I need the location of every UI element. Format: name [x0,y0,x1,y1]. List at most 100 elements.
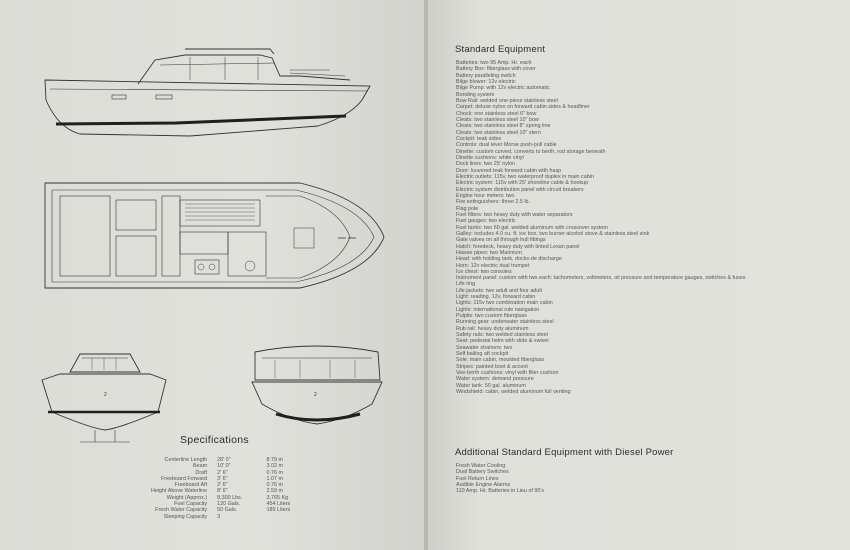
standard-equipment-item: Dock lines: two 25' nylon [456,161,516,168]
standard-equipment-item: Hatch: foredeck, heavy duty with tinted … [456,243,580,250]
standard-equipment-item: Cleats: two stainless steel 10" stern [456,129,541,136]
spec-label: Freeboard Aft [174,482,208,489]
spec-label: Freeboard Forward [160,475,208,482]
spec-row: Weight (Approx.) 8,300 Lbs. 3,765 Kg [108,495,318,501]
standard-equipment-item: Cockpit: teak sides [456,135,502,142]
standard-equipment-item: Vee-berth cushions: vinyl with filler cu… [456,370,559,377]
standard-equipment-item: Battery paralleling switch [456,72,516,79]
standard-equipment-item: Fuel tanks: two 60 gal. welded aluminum … [456,224,608,231]
standard-equipment-item: Galley: includes 4.0 cu. ft. ice box, tw… [456,230,650,237]
standard-equipment-item: Fuel gauges: two electric [456,218,516,225]
standard-equipment-item: Light: reading, 12v, forward cabin [456,294,536,301]
standard-equipment-item: Seat: pedestal helm with slide & swivel [456,338,549,345]
spec-imperial-value: 2' 6" [217,469,228,476]
boat-drawings: 2 2 [41,48,385,443]
standard-equipment-item: Battery Box: fiberglass with cover [456,66,536,73]
spec-row: Freeboard Aft 2' 6" 0.76 m [108,482,318,488]
standard-equipment-item: Cleats: two stainless steel 10" bow [456,116,539,123]
standard-equipment-item: Cleats: two stainless steel 8" spring li… [456,123,551,130]
spec-imperial-value: 10' 0" [217,463,231,470]
standard-equipment-item: Head: with holding tank, docks-de discha… [456,256,562,263]
stern-view-label: 2 [314,392,317,398]
spec-imperial-value: 3 [217,513,221,520]
diesel-equipment-item: 110 Amp. Hr. Batteries in Lieu of 95's [456,488,545,495]
standard-equipment-item: Safety rails: two welded stainless steel [456,332,548,339]
spec-metric-value [267,514,318,520]
bow-view-label: 2 [104,392,107,398]
standard-equipment-item: Flag pole [456,205,479,212]
standard-equipment-item: Windshield: cabin, welded aluminum full … [456,389,571,396]
standard-equipment-item: Bow Rail: welded one-piece stainless ste… [456,97,558,104]
standard-equipment-item: Gate valves on all through hull fittings [456,237,546,244]
standard-equipment-item: Stripes: painted boot & accent [456,363,528,370]
standard-equipment-item: Life ring [456,281,476,288]
spec-imperial-value: 120 Gals. [217,501,241,508]
standard-equipment-item: Water tank: 50 gal. aluminum [456,382,526,389]
standard-equipment-item: Seawater strainers: two [456,344,513,351]
spec-metric-value: 3,765 Kg [266,494,289,501]
standard-equipment-item: Electric system distribution panel with … [456,186,584,193]
spec-row: Freeboard Forward 3' 6" 1.07 m [108,476,318,482]
standard-equipment-item: Self bailing aft cockpit [456,351,509,358]
standard-equipment-item: Ice chest: two consoles [456,268,512,275]
spec-label: Draft [195,469,208,476]
spec-imperial-value: 2' 6" [217,482,228,489]
spec-label: Weight (Approx.) [166,494,208,501]
standard-equipment-item: Electric system: 115v with 25' shoreline… [456,180,589,187]
standard-equipment-item: Rub rail: heavy duty aluminum [456,325,529,332]
standard-equipment-item: Bilge Pump: with 12v electric automatic [456,85,550,92]
right-page [428,0,850,550]
plan-view-drawing [44,182,385,289]
bow-view-drawing [41,353,167,443]
spec-row: Sleeping Capacity 3 [108,514,318,520]
spec-metric-value: 189 Liters [266,507,291,514]
spec-imperial-value: 8' 6" [217,488,228,495]
standard-equipment-item: Dinette cushions: white vinyl [456,154,524,161]
page-gutter [424,0,428,550]
standard-equipment-item: Chock: one stainless steel 6" bow [456,110,537,117]
standard-equipment-title: Standard Equipment [455,44,546,55]
standard-equipment-item: Life jackets: two adult and four adult [456,287,543,294]
spec-metric-value: 2.59 m [266,488,283,495]
profile-view-drawing [44,48,371,137]
spec-row: Fresh Water Capacity 50 Gals. 189 Liters [108,507,318,513]
spec-metric-value: 0.76 m [266,482,283,489]
standard-equipment-item: Sole: main cabin, moulded fiberglass [456,357,545,364]
diesel-equipment-item: Audible Engine Alarms [456,481,511,488]
diesel-equipment-item: Fresh Water Cooling [456,463,506,469]
spec-imperial-value: 50 Gals. [217,507,238,514]
standard-equipment-item: Instrument panel: custom with two each: … [456,275,746,282]
spec-label: Sleeping Capacity [163,513,208,520]
spec-metric-value: 0.76 m [266,469,283,476]
spec-row: Draft 2' 6" 0.76 m [108,470,318,476]
standard-equipment-item: Lights: 115v two combination main cabin [456,300,553,307]
spec-label: Centerline Length [164,457,208,463]
stern-view-drawing [251,345,383,425]
standard-equipment-item: Engine hour meters: two [456,192,515,199]
diesel-equipment-item: Fuel Return Lines [456,475,499,482]
spec-imperial-value: 8,300 Lbs. [217,494,243,501]
spec-row: Height Above Waterline 8' 6" 2.59 m [108,488,318,494]
spec-imperial-value: 3' 6" [217,475,228,482]
spec-metric-value: 1.07 m [266,475,283,482]
standard-equipment-item: Electric outlets: 115v, two waterproof d… [456,173,594,180]
spec-label: Fresh Water Capacity [155,507,208,514]
standard-equipment-item: Fire extinguishers: three 2.5 lb. [456,199,531,206]
standard-equipment-item: Horn: 12v electric dual trumpet [456,262,530,269]
diesel-equipment-item: Dual Battery Switches [456,469,509,476]
spec-metric-value: 454 Liters [266,501,291,508]
standard-equipment-item: Controls: dual lever Morse push-pull cab… [456,142,557,149]
standard-equipment-item: Water system: demand pressure [456,376,534,383]
left-page [0,0,424,550]
standard-equipment-item: Batteries: two 95 Amp. Hr. each [456,60,532,66]
standard-equipment-item: Bilge blower: 12v electric [456,78,516,85]
spec-label: Height Above Waterline [150,488,208,495]
standard-equipment-item: Running gear: underwater stainless steel [456,319,554,326]
standard-equipment-item: Fuel filters: two heavy duty with water … [456,211,573,218]
standard-equipment-item: Pulpits: two custom fiberglass [456,313,528,320]
